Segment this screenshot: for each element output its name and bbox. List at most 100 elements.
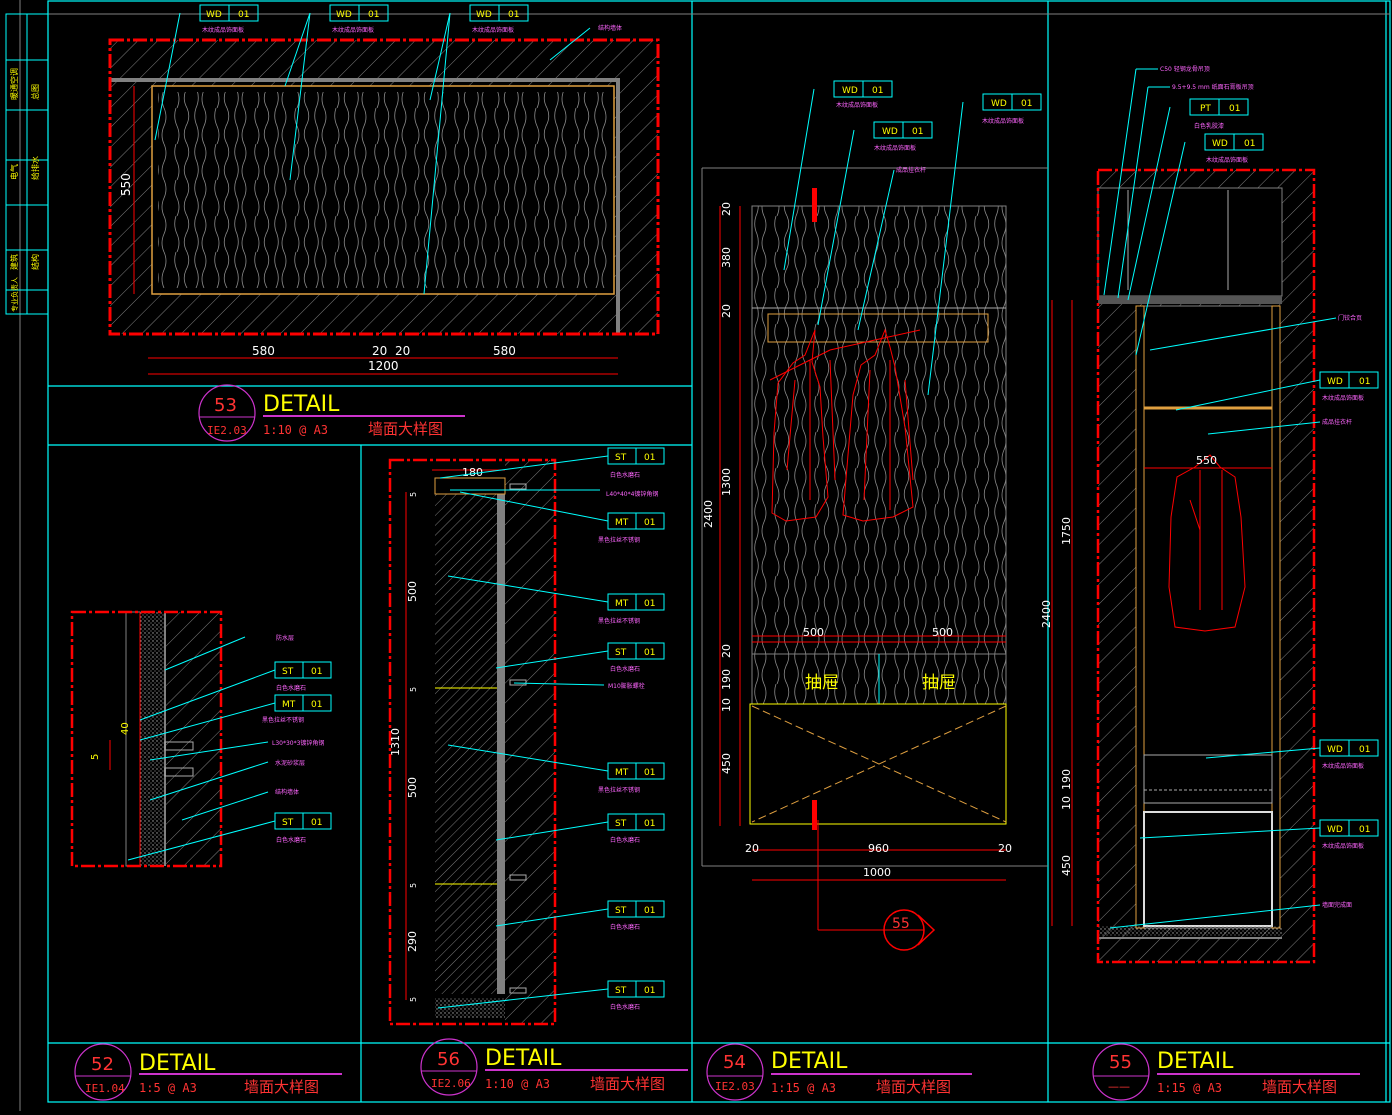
tb-arch: 建筑 [9, 254, 19, 270]
dim-54-b: 380 [720, 247, 733, 268]
detail-55-word: DETAIL [1157, 1049, 1234, 1074]
tag-56-st-e: ST [615, 986, 627, 996]
tag-56-st-a: ST [615, 453, 627, 463]
detail-52-wall-title: 墙面大样图 [244, 1078, 319, 1096]
note-55-hinge: 门铰合页 [1338, 314, 1362, 322]
tag-53-wd-b: WD [336, 10, 352, 20]
dim-54-bw3: 20 [998, 842, 1012, 855]
tag-56-01-c: 01 [644, 599, 655, 609]
note-55-veneer: 木纹成品饰面板 [1206, 156, 1248, 164]
tag-52-mt: MT [282, 700, 296, 710]
tag-54-01-a: 01 [872, 86, 883, 96]
tb-lead: 专业负责人 [10, 277, 19, 312]
note-55-paint: 白色乳胶漆 [1194, 122, 1224, 130]
tag-52-01-c: 01 [311, 818, 322, 828]
detail-56-number: 56 [437, 1049, 460, 1070]
dim-56-f: 290 [406, 931, 419, 952]
note-53-d: 结构墙体 [598, 24, 622, 32]
detail-55-drawing [1096, 168, 1316, 964]
detail-53-title: 53 IE2.03 DETAIL 1:10 @ A3 墙面大样图 [198, 384, 465, 442]
dim-54-g: 10 [720, 698, 733, 712]
detail-56-drawing [388, 458, 557, 1026]
detail-56-tags [437, 447, 665, 1009]
tag-56-01-g: 01 [644, 906, 655, 916]
detail-53-number: 53 [214, 395, 237, 416]
detail-55-dim-lines [1051, 300, 1272, 926]
drawer-label-right: 抽屉 [922, 673, 956, 693]
dim-56-top: 180 [462, 466, 483, 479]
sheet-frame-secondary [19, 0, 1390, 1111]
note-56-a: 白色水磨石 [610, 471, 640, 479]
tag-54-wd-c: WD [991, 99, 1007, 109]
note-56-g: 黑色拉丝不锈钢 [598, 786, 640, 794]
detail-54-tags [783, 80, 1042, 396]
dim-56-total: 1310 [389, 728, 402, 756]
dim-54-f: 190 [720, 669, 733, 690]
tag-55-01-b: 01 [1244, 139, 1255, 149]
tag-55-01-e: 01 [1359, 825, 1370, 835]
note-52-steel: 黑色拉丝不锈钢 [262, 716, 304, 724]
dim-53-w1: 580 [252, 344, 275, 358]
section-mark-55: 55 [883, 909, 936, 951]
dim-55-total: 2400 [1040, 600, 1053, 628]
note-56-b: L40*40*4镀锌角钢 [606, 490, 658, 498]
detail-53-drawing [108, 38, 660, 375]
tb-site: 总图 [30, 84, 40, 100]
note-56-j: 白色水磨石 [610, 1003, 640, 1011]
tag-56-st-d: ST [615, 906, 627, 916]
drawer-label-left: 抽屉 [805, 673, 839, 693]
detail-53-wall-title: 墙面大样图 [368, 420, 443, 438]
title-block: 建筑 结构 电气 给排水 暖通空调 总图 专业负责人 [5, 13, 49, 315]
detail-52-ref: IE1.04 [85, 1082, 125, 1095]
note-53-b: 木纹成品饰面板 [332, 26, 374, 34]
detail-52-notes: 防水层 白色水磨石 黑色拉丝不锈钢 L30*30*3镀锌角钢 水泥砂浆层 结构墙… [262, 634, 324, 844]
tag-56-mt-a: MT [615, 518, 629, 528]
note-52-marble2: 白色水磨石 [276, 836, 306, 844]
dim-55-b: 10 [1060, 796, 1073, 810]
dim-54-c: 20 [720, 304, 733, 318]
tag-55-01-a: 01 [1229, 104, 1240, 114]
detail-54-wall-title: 墙面大样图 [876, 1078, 951, 1096]
note-55-veneer3: 木纹成品饰面板 [1322, 762, 1364, 770]
sheet-frame [47, 0, 1391, 1103]
note-54-b: 木纹成品饰面板 [874, 144, 916, 152]
note-55-gypsum: 9.5+9.5 mm 纸面石膏板吊顶 [1172, 83, 1254, 91]
detail-54-dims: 20 380 20 1300 20 190 10 450 2400 500 50… [702, 202, 1012, 879]
tb-hvac: 暖通空调 [9, 68, 19, 100]
note-56-e: 白色水磨石 [610, 665, 640, 673]
tag-56-01-b: 01 [644, 518, 655, 528]
tag-56-st-b: ST [615, 648, 627, 658]
note-54-c: 成品挂衣杆 [896, 166, 926, 174]
detail-56-wall-title: 墙面大样图 [590, 1075, 665, 1093]
tag-54-01-b: 01 [912, 127, 923, 137]
note-52-waterproof: 防水层 [276, 634, 294, 642]
tag-53-wd-c: WD [476, 10, 492, 20]
detail-54-dim-lines [719, 206, 1006, 881]
note-53-a: 木纹成品饰面板 [202, 26, 244, 34]
note-56-c: 黑色拉丝不锈钢 [598, 536, 640, 544]
tag-53-wd-a: WD [206, 10, 222, 20]
dim-54-a: 20 [720, 202, 733, 216]
detail-54-notes: 木纹成品饰面板 木纹成品饰面板 成品挂衣杆 木纹成品饰面板 [836, 101, 1024, 174]
dim-54-w1: 500 [803, 626, 824, 639]
tag-52-01-b: 01 [311, 700, 322, 710]
detail-56-word: DETAIL [485, 1046, 562, 1071]
dim-52-a: 5 [90, 754, 101, 760]
tag-56-01-a: 01 [644, 453, 655, 463]
dim-54-btotal: 1000 [863, 866, 891, 879]
note-56-f: M10膨胀螺栓 [608, 682, 645, 690]
detail-56-title: 56 IE2.06 DETAIL 1:10 @ A3 墙面大样图 [420, 1038, 688, 1096]
note-56-h: 白色水磨石 [610, 836, 640, 844]
detail-52-number: 52 [91, 1054, 114, 1075]
detail-55-number: 55 [1109, 1052, 1132, 1073]
tb-plumb: 给排水 [30, 156, 40, 180]
note-56-d: 黑色拉丝不锈钢 [598, 617, 640, 625]
tag-56-01-f: 01 [644, 819, 655, 829]
dim-56-e: 5 [409, 883, 418, 888]
dim-54-h: 450 [720, 753, 733, 774]
dim-55-w: 550 [1196, 454, 1217, 467]
note-55-rod: 成品挂衣杆 [1322, 418, 1352, 426]
